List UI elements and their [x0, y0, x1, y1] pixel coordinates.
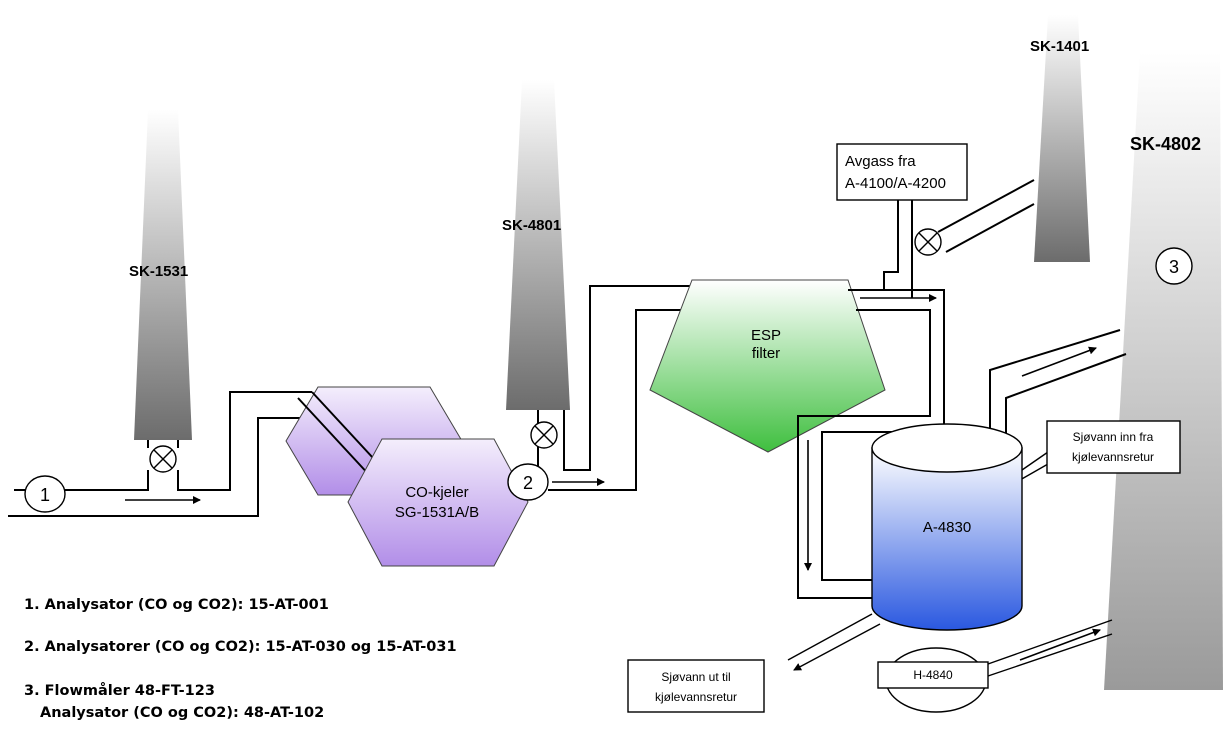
esp-filter: [649, 279, 886, 453]
esp-label-2: filter: [752, 345, 780, 362]
stack-label-sk1531: SK-1531: [129, 263, 188, 280]
measurement-point-3: [1155, 247, 1193, 285]
seawater-in-label-1: Sjøvann inn fra: [1073, 430, 1154, 444]
legend-item-1: 1. Analysator (CO og CO2): 15-AT-001: [24, 597, 329, 613]
hx-to-stack-line-1: [987, 619, 1113, 665]
tank-to-stack-pipe-2: [1005, 353, 1127, 440]
seawater-out-line-2: [793, 623, 881, 671]
tank-a4830-top: [871, 423, 1023, 473]
hx-to-stack-line-2: [987, 633, 1113, 677]
stack-label-sk1401: SK-1401: [1030, 38, 1089, 55]
esp-label-1: ESP: [751, 327, 781, 344]
legend-item-2: 2. Analysatorer (CO og CO2): 15-AT-030 o…: [24, 639, 457, 655]
offgas-pipe-left: [883, 200, 899, 290]
tank-a4830: [871, 447, 1023, 631]
tank-to-stack-pipe-1: [989, 329, 1121, 440]
stack-sk1531-duct: [147, 440, 179, 448]
esp-out-pipe-inner: [797, 309, 931, 599]
seawater-in-label-2: kjølevannsretur: [1072, 450, 1154, 464]
seawater-out-box: [627, 659, 765, 713]
seawater-in-line-1: [1021, 451, 1049, 471]
offgas-box: [836, 143, 968, 201]
seawater-out-label-2: kjølevannsretur: [655, 690, 737, 704]
seawater-in-box: [1046, 420, 1181, 474]
legend-item-3-line1: 3. Flowmåler 48-FT-123: [24, 682, 215, 699]
co-boiler-b: [347, 438, 529, 567]
offgas-duct-2: [945, 203, 1035, 253]
measurement-point-1: [24, 475, 66, 513]
stack-label-sk4801: SK-4801: [502, 217, 561, 234]
offgas-duct-1: [937, 179, 1035, 233]
stack-sk4802: [1104, 52, 1223, 690]
esp-out-pipe-outer: [821, 289, 945, 581]
outlet-pipe-bottom: [548, 309, 682, 491]
stack-sk1401: [1034, 15, 1090, 262]
valve-sk4801: [530, 421, 558, 449]
flow-arrow-hx: [1019, 628, 1101, 661]
measurement-point-1-label: 1: [40, 485, 50, 505]
heat-exchanger-label-box: [877, 661, 989, 689]
co-boiler-label-2: SG-1531A/B: [395, 504, 479, 521]
valve-sk1401: [914, 228, 942, 256]
stack-sk1531: [134, 110, 192, 440]
tank-label: A-4830: [923, 519, 971, 536]
co-boiler-label-1: CO-kjeler: [405, 484, 468, 501]
flow-arrow-stack: [1021, 346, 1097, 377]
stack-label-sk4802: SK-4802: [1130, 134, 1201, 154]
inlet-pipe-stack-riser: [177, 391, 312, 491]
legend-item-3-line2: Analysator (CO og CO2): 48-AT-102: [40, 705, 324, 721]
valve-sk1531: [149, 445, 177, 473]
measurement-point-3-label: 3: [1169, 257, 1179, 277]
outlet-pipe-stack: [563, 285, 694, 471]
offgas-label-2: A-4100/A-4200: [845, 175, 946, 192]
boiler-link-1: [297, 397, 373, 479]
seawater-out-line-1: [787, 613, 873, 661]
offgas-label-1: Avgass fra: [845, 153, 916, 170]
seawater-in-line-2: [1019, 463, 1049, 481]
seawater-out-label-1: Sjøvann ut til: [661, 670, 730, 684]
heat-exchanger-label: H-4840: [913, 668, 953, 682]
stack-sk4801: [506, 80, 570, 410]
measurement-point-2: [507, 463, 549, 501]
measurement-point-2-label: 2: [523, 473, 533, 493]
inlet-pipe-bottom: [8, 417, 322, 517]
